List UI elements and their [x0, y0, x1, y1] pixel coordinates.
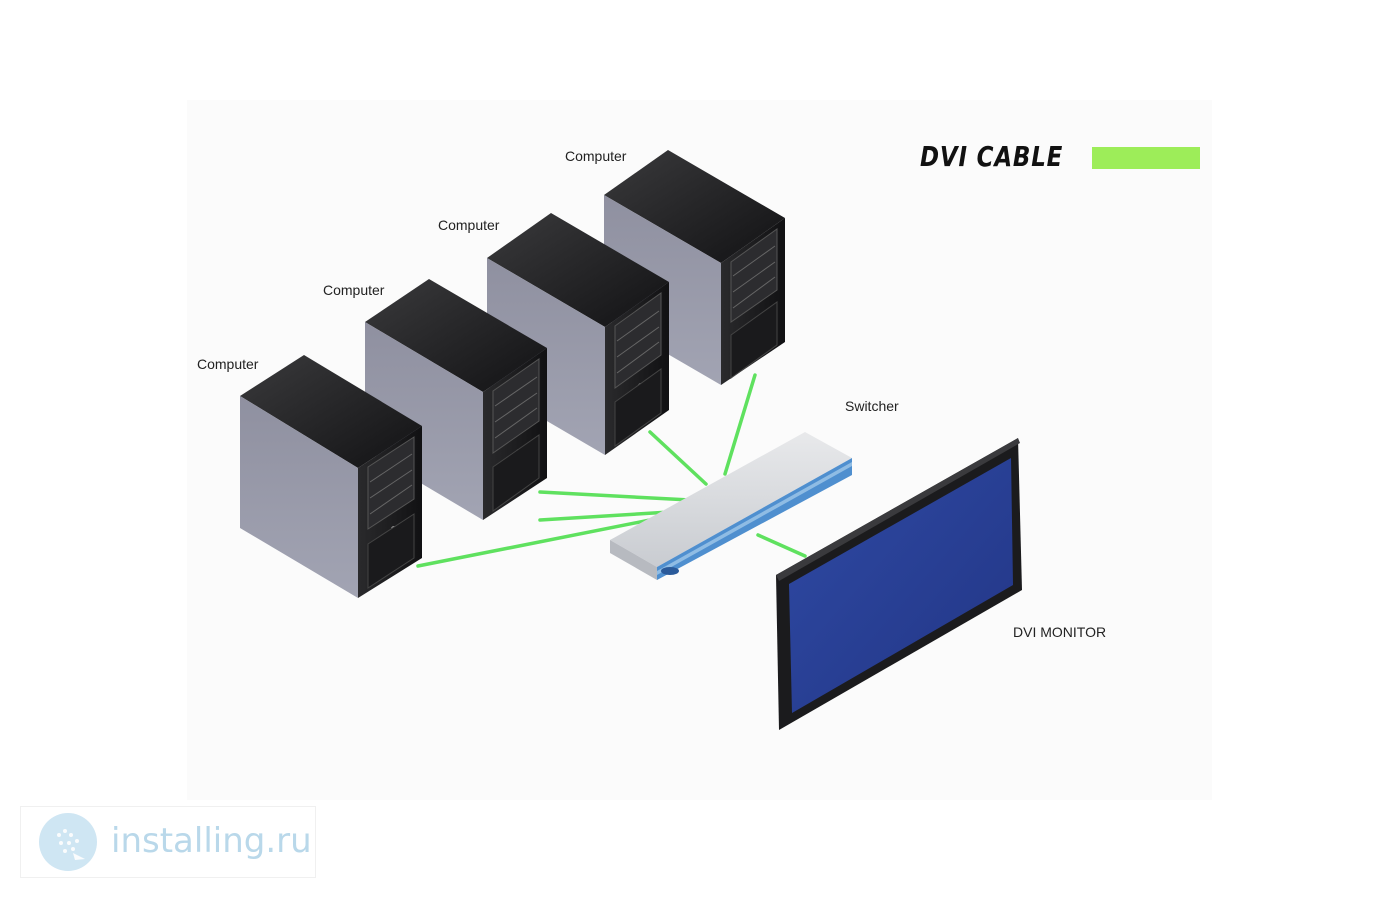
cable-computer-3: [648, 430, 708, 486]
legend-title: DVI CABLE: [920, 140, 1064, 173]
cable-computer-2: [538, 490, 692, 502]
legend-cable-swatch: [1092, 147, 1200, 169]
dvi-cables: [416, 373, 807, 568]
switcher-label: Switcher: [845, 398, 899, 414]
computer-1: [240, 355, 422, 598]
cable-computer-2b: [538, 510, 672, 522]
monitor-label: DVI MONITOR: [1013, 624, 1107, 640]
cable-computer-1: [416, 518, 652, 568]
computer-2: [365, 279, 547, 520]
watermark: installing.ru: [20, 806, 316, 878]
computer-3-label: Computer: [438, 217, 500, 233]
computer-4-label: Computer: [565, 148, 627, 164]
cable-monitor: [756, 533, 807, 558]
switcher-device: [610, 432, 852, 580]
computer-1-label: Computer: [197, 356, 259, 372]
cable-computer-4: [723, 373, 757, 476]
watermark-text: installing.ru: [111, 821, 312, 861]
computer-2-label: Computer: [323, 282, 385, 298]
dvi-monitor: [776, 438, 1022, 730]
watermark-logo-icon: [39, 813, 97, 871]
computer-3: [487, 213, 669, 455]
